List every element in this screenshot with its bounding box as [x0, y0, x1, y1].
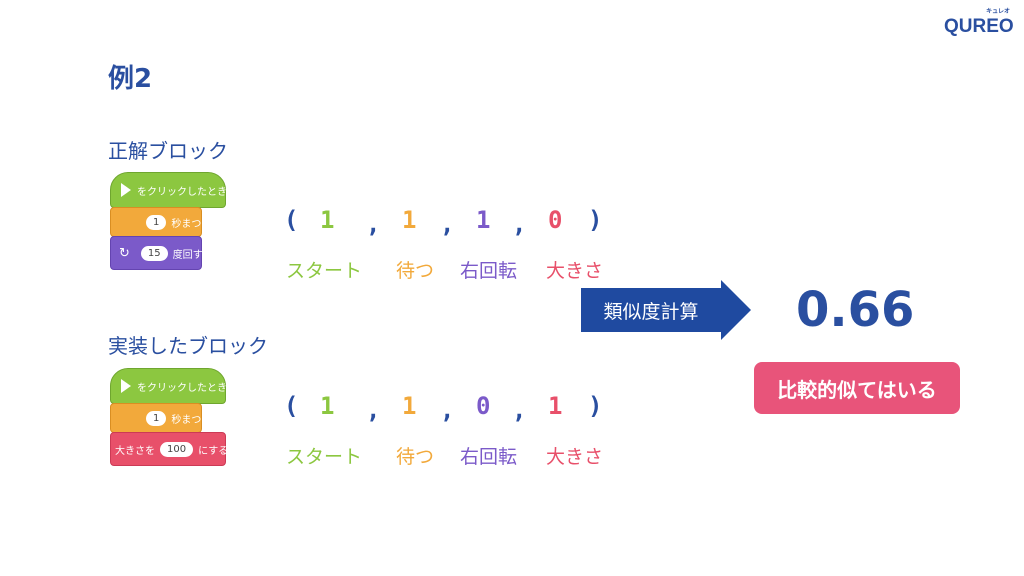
- set-size-block: 大きさを 100 にする: [110, 432, 229, 466]
- implemented-label-start: スタート: [286, 446, 363, 468]
- size-value: 100: [160, 441, 194, 457]
- implemented-label-turn: 右回転: [460, 446, 518, 468]
- turn-label: 度回す: [172, 249, 203, 261]
- play-icon: [121, 183, 131, 197]
- qureo-logo: キュレオ QUREO: [944, 6, 1016, 40]
- when-clicked-block: をクリックしたとき: [110, 172, 227, 208]
- when-clicked-label: をクリックしたとき: [137, 382, 227, 394]
- correct-vector-size: 0: [548, 206, 563, 234]
- correct-vector-sep-1: ,: [366, 210, 381, 238]
- similarity-verdict-badge: 比較的似てはいる: [754, 362, 960, 414]
- implemented-vector-size: 1: [548, 392, 563, 420]
- correct-label-start: スタート: [286, 260, 363, 282]
- size-label: にする: [198, 445, 229, 457]
- wait-value: 1: [146, 214, 167, 230]
- wait-label: 秒まつ: [171, 218, 202, 230]
- correct-vector-close: ): [588, 206, 603, 234]
- implemented-block-heading: 実装したブロック: [108, 334, 268, 358]
- implemented-vector-sep-2: ,: [440, 396, 455, 424]
- correct-vector-open: (: [284, 206, 299, 234]
- correct-vector-sep-2: ,: [440, 210, 455, 238]
- logo-kana: キュレオ: [986, 8, 1010, 15]
- implemented-vector-start: 1: [320, 392, 335, 420]
- implemented-vector-turn: 0: [476, 392, 491, 420]
- similarity-arrow-label: 類似度計算: [603, 300, 699, 323]
- logo-text: QUREO: [944, 16, 1014, 37]
- page-title: 例2: [108, 64, 153, 94]
- size-prefix: 大きさを: [115, 445, 155, 457]
- implemented-vector-wait: 1: [402, 392, 417, 420]
- correct-block-stack: をクリックしたとき 1 秒まつ ↻ 15 度回す: [110, 172, 240, 272]
- correct-vector-wait: 1: [402, 206, 417, 234]
- wait-label: 秒まつ: [171, 414, 202, 426]
- turn-block: ↻ 15 度回す: [110, 236, 203, 270]
- arrow-icon: [581, 280, 751, 340]
- implemented-vector-sep-3: ,: [512, 396, 527, 424]
- correct-vector-turn: 1: [476, 206, 491, 234]
- turn-value: 15: [140, 245, 168, 261]
- implemented-vector-close: ): [588, 392, 603, 420]
- implemented-block-stack: をクリックしたとき 1 秒まつ 大きさを 100 にする: [110, 368, 240, 468]
- implemented-vector-open: (: [284, 392, 299, 420]
- wait-block: 1 秒まつ: [110, 403, 202, 433]
- correct-block-heading: 正解ブロック: [108, 139, 228, 163]
- similarity-arrow: 類似度計算: [581, 280, 751, 340]
- correct-label-turn: 右回転: [460, 260, 518, 282]
- correct-vector-start: 1: [320, 206, 335, 234]
- similarity-score: 0.66: [796, 282, 915, 338]
- correct-vector-sep-3: ,: [512, 210, 527, 238]
- when-clicked-block: をクリックしたとき: [110, 368, 227, 404]
- when-clicked-label: をクリックしたとき: [137, 186, 227, 198]
- rotate-icon: ↻: [119, 245, 130, 261]
- play-icon: [121, 379, 131, 393]
- implemented-label-wait: 待つ: [396, 446, 435, 468]
- implemented-label-size: 大きさ: [546, 446, 604, 468]
- correct-label-wait: 待つ: [396, 260, 435, 282]
- implemented-vector-sep-1: ,: [366, 396, 381, 424]
- wait-value: 1: [146, 410, 167, 426]
- correct-label-size: 大きさ: [546, 260, 604, 282]
- wait-block: 1 秒まつ: [110, 207, 202, 237]
